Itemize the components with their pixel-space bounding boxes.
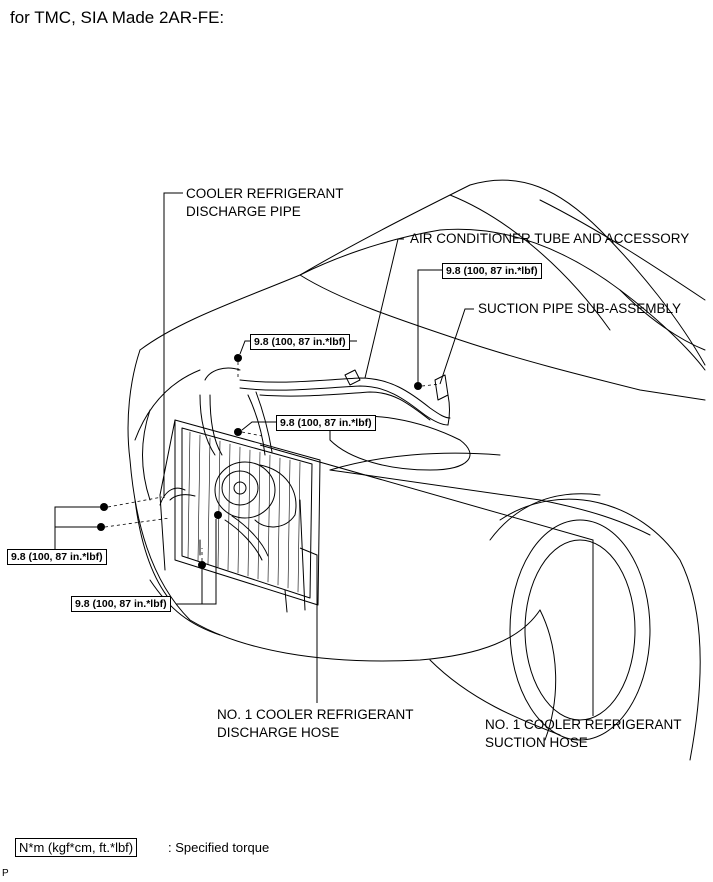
label-cooler-discharge-pipe: COOLER REFRIGERANT DISCHARGE PIPE [186,185,344,221]
torque-box-ac-tube: 9.8 (100, 87 in.*lbf) [442,263,542,279]
page-title: for TMC, SIA Made 2AR-FE: [10,8,225,27]
page-mark: P [2,868,9,879]
label-suction-hose: NO. 1 COOLER REFRIGERANT SUCTION HOSE [485,716,682,752]
label-line-2: DISCHARGE PIPE [186,204,301,219]
label-suction-pipe: SUCTION PIPE SUB-ASSEMBLY [478,301,682,316]
label-line-1: NO. 1 COOLER REFRIGERANT [485,717,682,732]
torque-unit-legend-box: N*m (kgf*cm, ft.*lbf) [15,838,138,857]
label-line-1: COOLER REFRIGERANT [186,186,344,201]
label-discharge-hose: NO. 1 COOLER REFRIGERANT DISCHARGE HOSE [217,706,414,742]
torque-box-pipe-mid: 9.8 (100, 87 in.*lbf) [276,415,376,431]
label-line-2: DISCHARGE HOSE [217,725,340,740]
torque-box-pipe-upper: 9.8 (100, 87 in.*lbf) [250,334,350,350]
torque-box-lower-bolts: 9.8 (100, 87 in.*lbf) [71,596,171,612]
label-air-conditioner-tube: AIR CONDITIONER TUBE AND ACCESSORY [410,231,690,246]
label-line-2: SUCTION HOSE [485,735,588,750]
torque-legend-text: : Specified torque [168,840,270,855]
label-line-1: NO. 1 COOLER REFRIGERANT [217,707,414,722]
torque-box-left-bolts: 9.8 (100, 87 in.*lbf) [7,549,107,565]
